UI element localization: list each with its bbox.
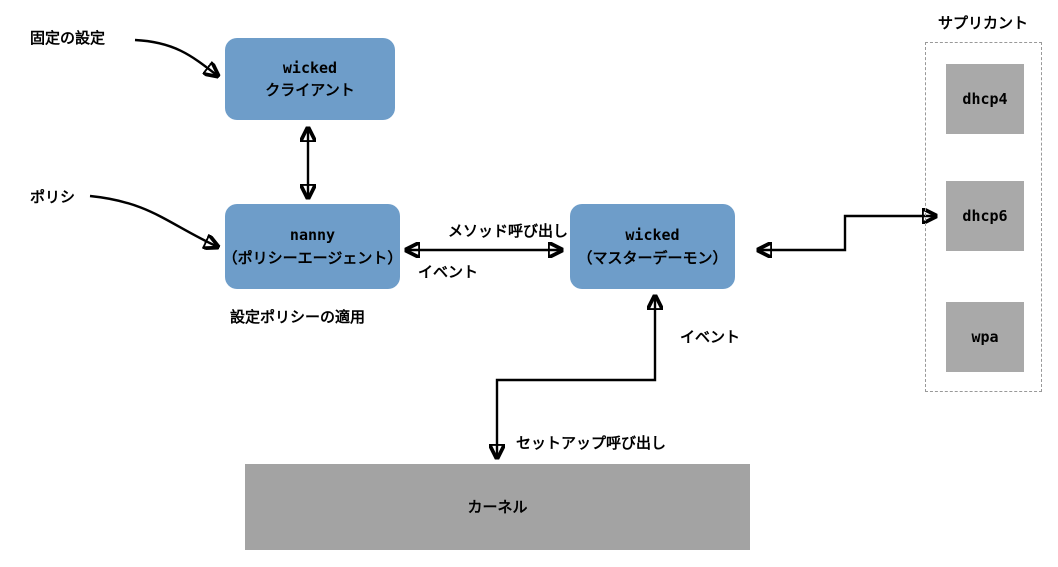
node-kernel: カーネル <box>245 464 750 550</box>
node-wpa-label: wpa <box>971 327 999 346</box>
arrow-policy-to-nanny <box>89 194 218 247</box>
node-wicked-master-name: wicked <box>625 226 680 244</box>
node-nanny: nanny （ポリシーエージェント） <box>222 204 403 289</box>
node-dhcp4-label: dhcp4 <box>962 89 1008 108</box>
node-dhcp6: dhcp6 <box>946 181 1024 251</box>
node-wicked-master-subtitle: （マスターデーモン） <box>577 248 728 267</box>
label-method-call: メソッド呼び出し <box>448 222 569 240</box>
label-apply-policy: 設定ポリシーの適用 <box>230 308 366 326</box>
label-static-config: 固定の設定 <box>30 29 106 47</box>
node-dhcp6-label: dhcp6 <box>962 206 1008 225</box>
node-wicked-client-subtitle: クライアント <box>265 81 355 99</box>
supplicant-frame <box>925 42 1042 392</box>
node-wicked-client-name: wicked <box>282 58 338 77</box>
node-kernel-label: カーネル <box>467 497 528 516</box>
label-event-left: イベント <box>418 263 479 281</box>
node-wicked-client: wicked クライアント <box>225 38 395 120</box>
label-setup-call: セットアップ呼び出し <box>516 434 667 452</box>
node-wicked-master: wicked （マスターデーモン） <box>570 204 735 289</box>
arrow-master-supplicant <box>758 216 936 250</box>
arrow-static-config-to-client <box>134 38 218 76</box>
label-supplicant: サプリカント <box>938 14 1029 32</box>
node-wpa: wpa <box>946 302 1024 372</box>
label-policy: ポリシ <box>30 188 76 206</box>
node-nanny-subtitle: （ポリシーエージェント） <box>222 248 403 267</box>
node-nanny-name: nanny <box>289 226 336 244</box>
node-dhcp4: dhcp4 <box>946 64 1024 134</box>
label-event-right: イベント <box>680 328 741 346</box>
